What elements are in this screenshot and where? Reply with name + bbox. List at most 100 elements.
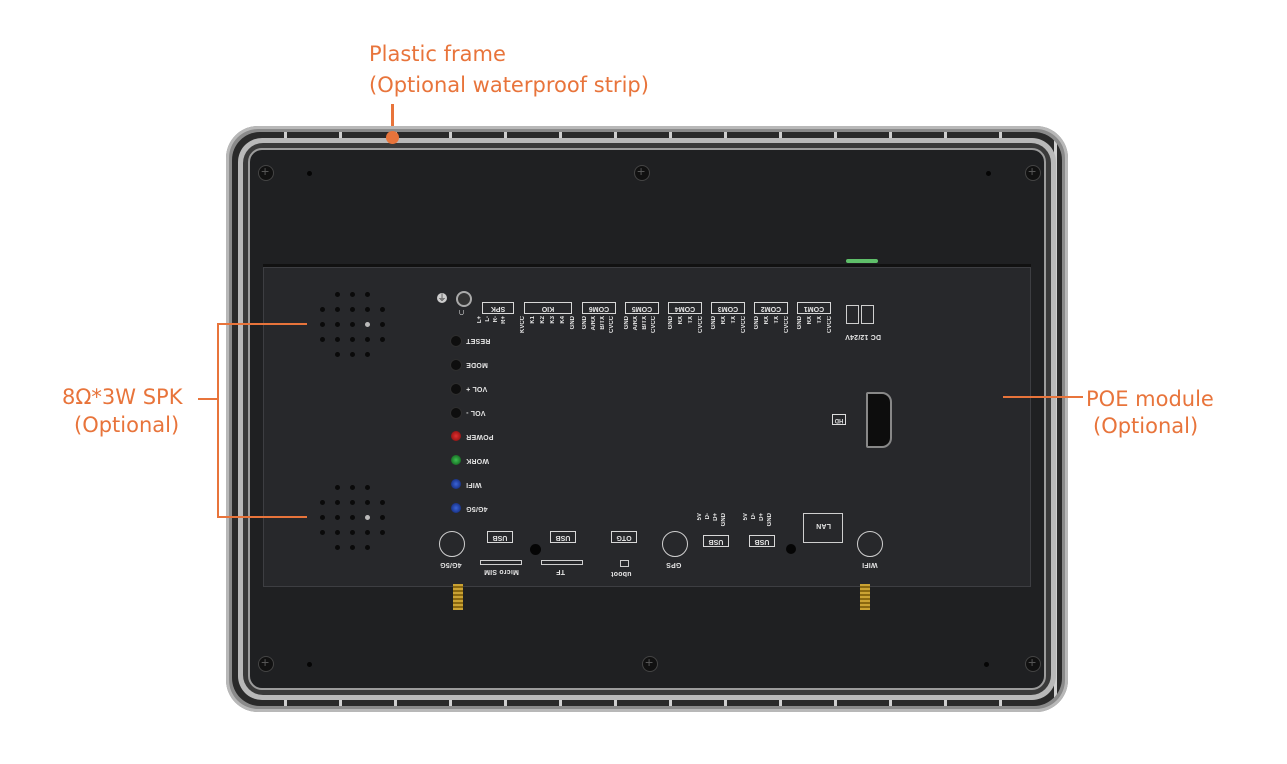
usb2-label: USB	[550, 531, 576, 543]
pin-label: K1	[530, 316, 536, 324]
work-label: WORK	[466, 457, 489, 464]
pin-label: TX	[774, 316, 780, 324]
speaker-grille-top	[320, 292, 390, 362]
usb3-pin: 5V	[697, 513, 703, 521]
dc-label: DC 12/24V	[845, 333, 882, 340]
spk-label: SPK	[482, 302, 514, 314]
screw-icon	[642, 654, 658, 672]
usb3-pin: GND	[721, 513, 727, 527]
pin-label: CVCC	[827, 316, 833, 334]
pin-label: CVCC	[651, 316, 657, 334]
frame-annotation-line1: Plastic frame	[369, 42, 506, 66]
pin-label: CVCC	[784, 316, 790, 334]
screw-icon	[1025, 654, 1041, 672]
antenna-4g-port[interactable]	[439, 531, 465, 557]
frame-annotation-line2: (Optional waterproof strip)	[369, 73, 649, 97]
uboot-button[interactable]	[620, 560, 629, 567]
usb4-pin: D+	[759, 513, 765, 521]
pin-label: GND	[754, 316, 760, 330]
gps-antenna-port[interactable]	[662, 531, 688, 557]
usb1-label: USB	[487, 531, 513, 543]
com6-label: COM6	[582, 302, 616, 314]
usb4-label: USB	[749, 535, 775, 547]
pin-label: CVCC	[609, 316, 615, 334]
pin-label: TX	[817, 316, 823, 324]
usb4-pin: GND	[767, 513, 773, 527]
pin-label: L-	[485, 316, 491, 322]
mount-hole	[984, 662, 989, 667]
reset-button[interactable]	[450, 335, 462, 347]
pin-label: GND	[624, 316, 630, 330]
pin-label: TX	[688, 316, 694, 324]
pin-label: K2	[540, 316, 546, 324]
pin-label: B/TX	[600, 316, 606, 330]
mount-hole	[530, 544, 541, 555]
4g-led-label: 4G/5G	[466, 505, 488, 512]
sma-connector-wifi[interactable]	[860, 584, 870, 610]
headphone-icon: ∩	[458, 307, 466, 318]
pin-label: GND	[570, 316, 576, 330]
ground-icon: ⏚	[437, 293, 447, 303]
wifi-antenna-port[interactable]	[857, 531, 883, 557]
audio-jack[interactable]	[456, 291, 472, 307]
mode-label: MODE	[466, 361, 488, 368]
pin-label: CVCC	[698, 316, 704, 334]
power-led	[451, 431, 461, 441]
speaker-leader-line	[198, 398, 218, 400]
speaker-bracket-vertical	[217, 323, 219, 518]
gps-label: GPS	[666, 561, 682, 568]
speaker-bracket-top	[217, 323, 307, 325]
pin-label: L+	[477, 316, 483, 324]
dc-terminal-minus[interactable]	[846, 305, 859, 324]
hdmi-port[interactable]	[866, 392, 892, 448]
pin-label: KVCC	[520, 316, 526, 334]
dc-terminal-plus[interactable]	[861, 305, 874, 324]
usb3-pin: D+	[713, 513, 719, 521]
pin-label: RX	[721, 316, 727, 325]
speaker-annotation-line2: (Optional)	[74, 413, 180, 437]
speaker-annotation-line1: 8Ω*3W SPK	[62, 385, 183, 409]
tf-label: TF	[556, 568, 565, 575]
lan-port[interactable]: LAN	[803, 513, 843, 543]
poe-annotation-line1: POE module	[1086, 387, 1214, 411]
mount-hole	[986, 171, 991, 176]
reset-label: RESET	[466, 337, 491, 344]
micro-sim-slot[interactable]	[480, 560, 522, 565]
otg-label: OTG	[611, 531, 637, 543]
wifi-led	[451, 479, 461, 489]
com4-label: COM4	[668, 302, 702, 314]
pin-label: CVCC	[741, 316, 747, 334]
speaker-grille-bottom	[320, 485, 390, 555]
lan-label: LAN	[816, 522, 831, 529]
pin-label: RX	[807, 316, 813, 325]
pin-label: R+	[501, 316, 507, 324]
terminal-strip	[846, 259, 878, 263]
pin-label: K4	[560, 316, 566, 324]
screw-icon	[634, 163, 650, 181]
mount-hole	[307, 662, 312, 667]
pin-label: GND	[711, 316, 717, 330]
pin-label: K3	[550, 316, 556, 324]
kio-label: KIO	[524, 302, 572, 314]
antenna-4g-label: 4G/5G	[440, 561, 462, 568]
pin-label: B/TX	[642, 316, 648, 330]
sma-connector-4g[interactable]	[453, 584, 463, 610]
screw-icon	[258, 654, 274, 672]
io-module	[263, 264, 1031, 587]
wifi-led-label: WIFI	[466, 481, 482, 488]
micro-sim-label: Micro SIM	[484, 568, 519, 575]
pin-label: GND	[797, 316, 803, 330]
poe-leader-line	[1003, 396, 1083, 398]
4g-led	[451, 503, 461, 513]
frame-marker-dot	[386, 131, 399, 144]
vol-up-button[interactable]	[450, 383, 462, 395]
hdmi-icon: HD	[832, 414, 846, 425]
vol-down-button[interactable]	[450, 407, 462, 419]
pin-label: TX	[731, 316, 737, 324]
pin-label: RX	[678, 316, 684, 325]
tf-card-slot[interactable]	[541, 560, 583, 565]
usb3-label: USB	[703, 535, 729, 547]
mount-hole	[307, 171, 312, 176]
pin-label: GND	[582, 316, 588, 330]
mode-button[interactable]	[450, 359, 462, 371]
